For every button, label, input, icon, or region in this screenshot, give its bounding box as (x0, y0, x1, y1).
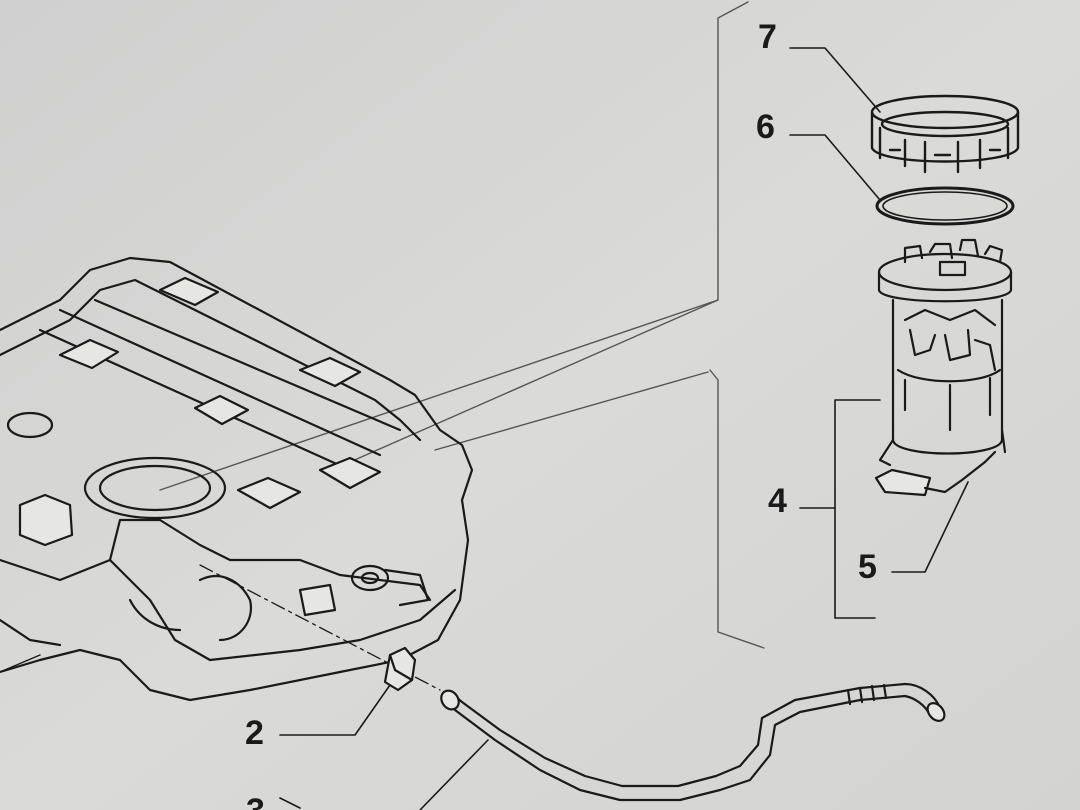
fuel-tank-icon (0, 256, 474, 702)
fuel-hose-icon (440, 682, 946, 802)
fuel-pump-module-icon (877, 238, 1013, 467)
callout-4: 4 (768, 482, 787, 520)
callout-3: 3 (246, 792, 265, 810)
callout-5: 5 (858, 548, 877, 586)
leader-6 (789, 134, 881, 201)
grommet-icon (383, 646, 417, 692)
leader-3 (279, 797, 301, 809)
callout-6: 6 (756, 108, 775, 146)
lock-ring-icon (870, 94, 1020, 174)
leader-3b (419, 739, 489, 810)
detail-boundary-lines (159, 1, 765, 649)
leader-7 (789, 47, 881, 113)
callout-7: 7 (758, 18, 777, 56)
callout-2: 2 (245, 714, 264, 752)
leader-5 (891, 481, 969, 573)
o-ring-seal-icon (875, 186, 1015, 226)
leader-4-bracket (834, 399, 881, 619)
leader-lines (279, 47, 969, 810)
leader-2 (279, 684, 391, 736)
float-sensor-icon (874, 450, 997, 497)
